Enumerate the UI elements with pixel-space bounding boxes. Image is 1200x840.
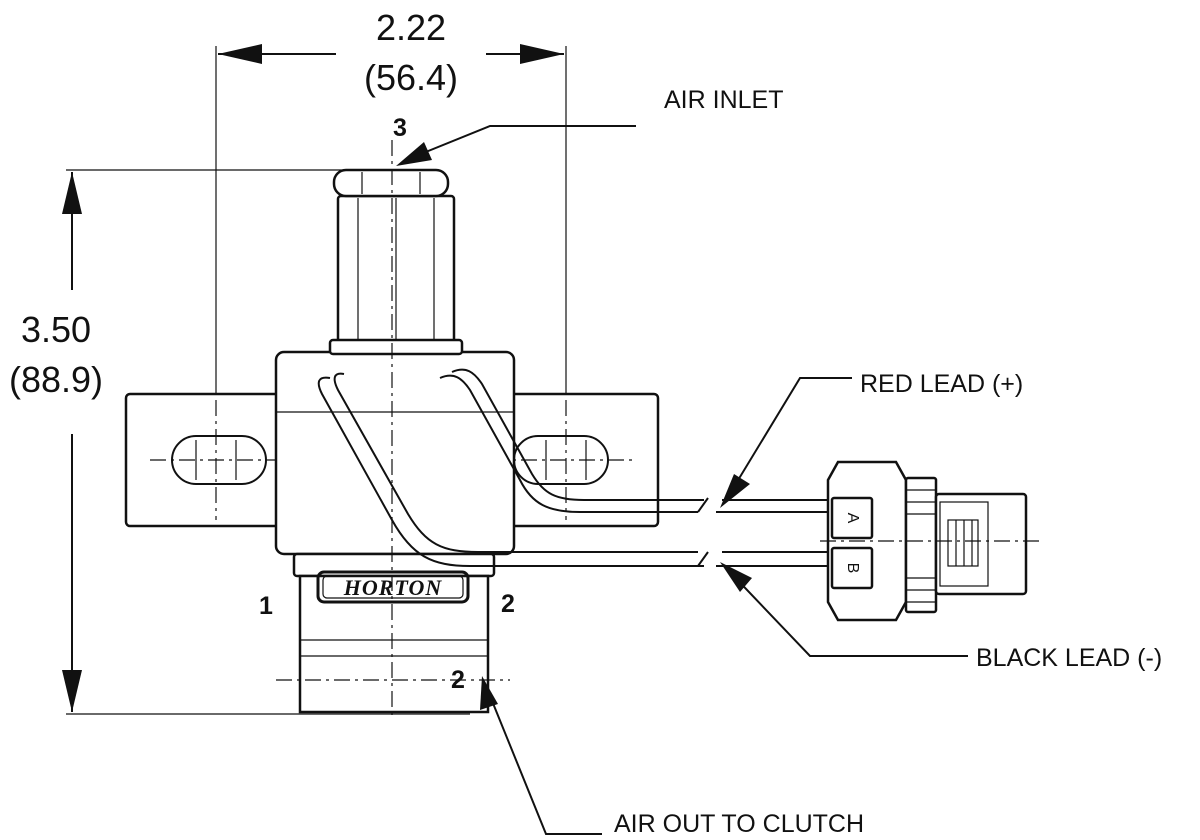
port-2-bottom-label: 2 [451,666,465,694]
height-inches: 3.50 [21,309,91,350]
inlet-fitting [328,168,464,356]
pin-a-label: A [844,513,861,524]
outlet-fitting: HORTON [276,570,510,714]
brand-badge [316,570,470,604]
red-lead-callout: RED LEAD (+) [720,370,1023,508]
valve-body [274,350,516,578]
height-millimeters: (88.9) [9,359,103,400]
black-lead-callout: BLACK LEAD (-) [720,562,1162,672]
width-millimeters: (56.4) [364,57,458,98]
air-inlet-label: AIR INLET [664,86,783,114]
height-dimension: 3.50 (88.9) [0,169,470,715]
air-inlet-callout: AIR INLET [396,86,783,166]
air-out-label: AIR OUT TO CLUTCH [614,810,864,838]
width-inches: 2.22 [376,7,446,48]
red-lead-label: RED LEAD (+) [860,370,1023,398]
electrical-connector: A B [820,460,1040,622]
air-out-callout: AIR OUT TO CLUTCH [480,676,864,838]
lead-wires [317,368,828,567]
port-3-label: 3 [393,114,407,142]
pin-a-cavity [830,496,874,540]
port-numbers: 3 1 2 2 [259,114,515,694]
black-lead-label: BLACK LEAD (-) [976,644,1162,672]
port-2-side-label: 2 [501,590,515,618]
width-dimension: 2.22 (56.4) [215,7,567,520]
pin-b-cavity [830,546,874,590]
pin-b-label: B [844,563,861,574]
port-1-label: 1 [259,592,273,620]
